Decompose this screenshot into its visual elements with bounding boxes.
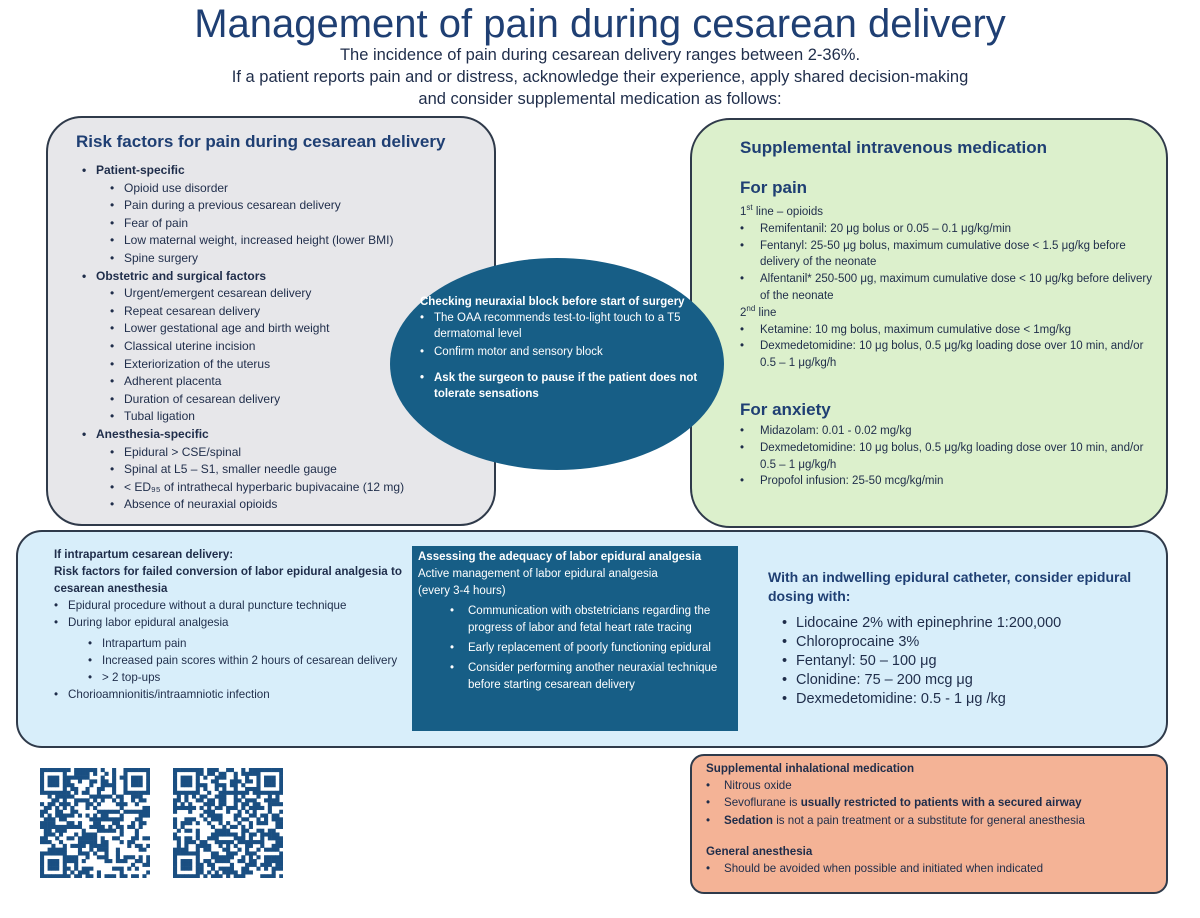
risk-item: Spine surgery	[82, 250, 492, 268]
page-title: Management of pain during cesarean deliv…	[194, 2, 1006, 46]
pain-medication-list: 1st line – opioids Remifentanil: 20 μg b…	[740, 204, 1156, 372]
inhalational-item: Sedation is not a pain treatment or a su…	[706, 812, 1156, 829]
risk-item: Absence of neuraxial opioids	[82, 496, 492, 514]
medication-item: Remifentanil: 20 μg bolus or 0.05 – 0.1 …	[740, 221, 1156, 238]
medication-item: Fentanyl: 25-50 μg bolus, maximum cumula…	[740, 238, 1156, 272]
epidural-dosing-header: With an indwelling epidural catheter, co…	[768, 569, 1132, 604]
epidural-dosing-section: With an indwelling epidural catheter, co…	[768, 568, 1158, 709]
dosing-item: Lidocaine 2% with epinephrine 1:200,000	[782, 614, 1158, 633]
risk-item: Urgent/emergent cesarean delivery	[82, 285, 492, 303]
neuraxial-check-oval: Checking neuraxial block before start of…	[390, 258, 724, 470]
risk-item: Adherent placenta	[82, 373, 492, 391]
risk-item: Duration of cesarean delivery	[82, 391, 492, 409]
medication-item: Ketamine: 10 mg bolus, maximum cumulativ…	[740, 322, 1156, 339]
general-anesthesia-header: General anesthesia	[706, 844, 813, 858]
neuraxial-check-ask: Ask the surgeon to pause if the patient …	[420, 370, 706, 402]
risk-item: Lower gestational age and birth weight	[82, 320, 492, 338]
labor-epidural-assessment: Assessing the adequacy of labor epidural…	[412, 546, 738, 731]
risk-item: Chorioamnionitis/intraamniotic infection	[54, 686, 414, 703]
risk-item: Classical uterine incision	[82, 338, 492, 356]
inhalational-header: Supplemental inhalational medication	[706, 762, 915, 775]
risk-item: Exteriorization of the uterus	[82, 356, 492, 374]
for-anxiety-header: For anxiety	[740, 400, 831, 419]
assessment-item: Communication with obstetricians regardi…	[418, 603, 734, 637]
supplemental-iv-header: Supplemental intravenous medication	[740, 138, 1048, 157]
inhalational-item: Nitrous oxide	[706, 777, 1156, 794]
risk-subitem: Increased pain scores within 2 hours of …	[54, 652, 414, 669]
risk-item: < ED₉₅ of intrathecal hyperbaric bupivac…	[82, 479, 492, 497]
risk-item: Tubal ligation	[82, 408, 492, 426]
for-pain-header: For pain	[740, 178, 808, 197]
risk-subitem: > 2 top-ups	[54, 669, 414, 686]
assessment-item: Consider performing another neuraxial te…	[418, 660, 734, 694]
neuraxial-check-item: The OAA recommends test-to-light touch t…	[420, 310, 706, 342]
risk-item: Fear of pain	[82, 215, 492, 233]
supplemental-iv-panel: Supplemental intravenous medication For …	[690, 118, 1168, 528]
risk-category: Patient-specific	[82, 162, 492, 180]
risk-item: Pain during a previous cesarean delivery	[82, 197, 492, 215]
risk-item: Spinal at L5 – S1, smaller needle gauge	[82, 461, 492, 479]
inhalational-item: Sevoflurane is usually restricted to pat…	[706, 794, 1156, 811]
neuraxial-check-header: Checking neuraxial block before start of…	[420, 296, 685, 308]
risk-item: During labor epidural analgesia	[54, 614, 414, 631]
assessment-item: Early replacement of poorly functioning …	[418, 640, 734, 657]
risk-factors-list: Patient-specific Opioid use disorder Pai…	[82, 162, 492, 514]
medication-item: Dexmedetomidine: 10 μg bolus, 0.5 μg/kg …	[740, 440, 1156, 474]
medication-item: Midazolam: 0.01 - 0.02 mg/kg	[740, 423, 1156, 440]
failed-conversion-risk-list: If intrapartum cesarean delivery: Risk f…	[54, 546, 414, 703]
dosing-item: Chloroprocaine 3%	[782, 633, 1158, 652]
neuraxial-check-item: Confirm motor and sensory block	[420, 344, 706, 360]
dosing-item: Clonidine: 75 – 200 mcg μg	[782, 671, 1158, 690]
second-line-label: 2nd line	[740, 303, 777, 319]
risk-subitem: Intrapartum pain	[54, 635, 414, 652]
risk-item: Epidural procedure without a dural punct…	[54, 597, 414, 614]
qr-code-icon[interactable]	[173, 768, 284, 879]
anxiety-medication-list: Midazolam: 0.01 - 0.02 mg/kg Dexmedetomi…	[740, 423, 1156, 490]
risk-item: Epidural > CSE/spinal	[82, 444, 492, 462]
risk-item: Repeat cesarean delivery	[82, 303, 492, 321]
risk-category: Anesthesia-specific	[82, 426, 492, 444]
medication-item: Propofol infusion: 25-50 mcg/kg/min	[740, 473, 1156, 490]
risk-category: Obstetric and surgical factors	[82, 268, 492, 286]
medication-item: Alfentanil* 250-500 μg, maximum cumulati…	[740, 271, 1156, 305]
dosing-item: Dexmedetomidine: 0.5 - 1 μg /kg	[782, 690, 1158, 709]
intro-text: The incidence of pain during cesarean de…	[231, 46, 969, 108]
inhalational-panel: Supplemental inhalational medication Nit…	[690, 754, 1168, 894]
first-line-label: 1st line – opioids	[740, 203, 823, 218]
medication-item: Dexmedetomidine: 10 μg bolus, 0.5 μg/kg …	[740, 338, 1156, 372]
dosing-item: Fentanyl: 50 – 100 μg	[782, 652, 1158, 671]
general-anesthesia-item: Should be avoided when possible and init…	[706, 860, 1156, 877]
risk-item: Opioid use disorder	[82, 180, 492, 198]
risk-factors-header: Risk factors for pain during cesarean de…	[76, 132, 446, 151]
qr-code-icon[interactable]	[40, 768, 151, 879]
risk-item: Low maternal weight, increased height (l…	[82, 232, 492, 250]
